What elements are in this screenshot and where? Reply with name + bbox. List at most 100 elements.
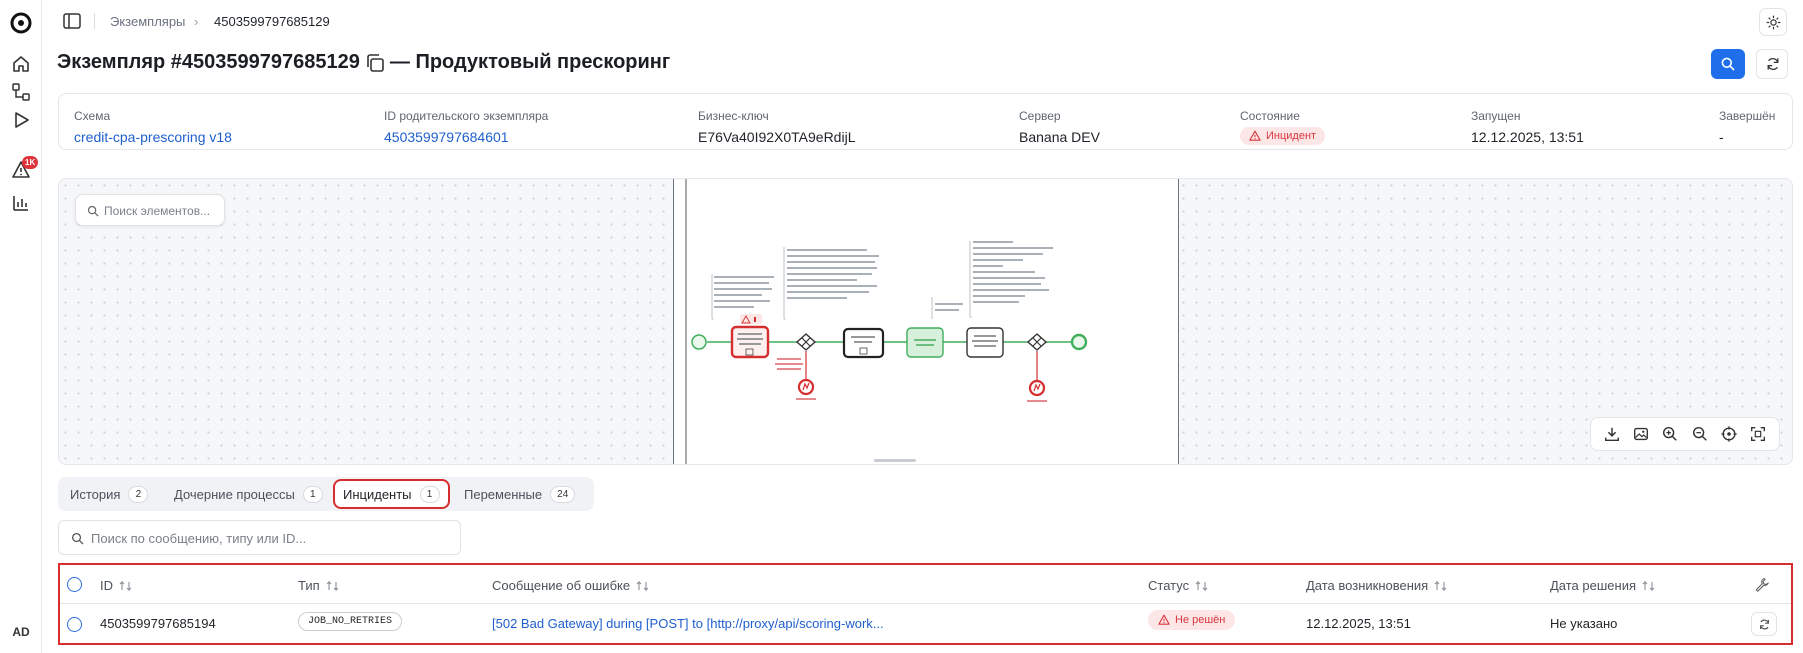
incident-id: 4503599797685194 (100, 616, 216, 631)
incident-type-badge: JOB_NO_RETRIES (298, 612, 403, 631)
sort-icon (119, 580, 132, 591)
select-all-checkbox[interactable] (67, 577, 82, 592)
column-header-id[interactable]: ID (100, 578, 133, 593)
retry-button[interactable] (1751, 612, 1777, 636)
incident-type: JOB_NO_RETRIES (298, 611, 403, 631)
field-business-key: Бизнес-ключ E76Va40I92X0TA9eRdijL (698, 109, 855, 145)
alerts-badge: 1K (22, 156, 39, 169)
workflow-icon[interactable] (11, 82, 31, 102)
play-icon[interactable] (11, 110, 31, 130)
breadcrumb-root[interactable]: Экземпляры (110, 14, 186, 29)
field-finished: Завершён - (1719, 109, 1775, 145)
field-state: Состояние Инцидент (1240, 109, 1326, 147)
refresh-icon (1767, 58, 1779, 70)
top-bar: Экземпляры › 4503599797685129 (42, 0, 1803, 42)
incident-search-input[interactable] (91, 529, 451, 547)
sidebar-toggle-icon[interactable] (62, 11, 82, 31)
sort-icon (326, 580, 339, 591)
warning-icon (1158, 614, 1170, 625)
zoom-in-icon[interactable] (1661, 425, 1679, 443)
inspect-button[interactable] (1711, 49, 1745, 79)
sun-icon (1766, 15, 1781, 30)
tab-label: История (70, 486, 121, 502)
theme-toggle-button[interactable] (1759, 8, 1787, 36)
column-header-type[interactable]: Тип (298, 578, 340, 593)
title-process-name: — Продуктовый прескоринг (389, 51, 671, 73)
state-badge: Инцидент (1240, 127, 1326, 145)
toolbar-divider (94, 13, 95, 29)
search-icon (71, 532, 84, 545)
header-divider (60, 603, 1791, 604)
element-search[interactable] (75, 194, 225, 226)
home-icon[interactable] (11, 54, 31, 74)
refresh-button[interactable] (1756, 49, 1788, 79)
bar-chart-icon[interactable] (11, 193, 31, 213)
tab-child-processes[interactable]: Дочерние процессы 1 (166, 481, 331, 507)
field-label: Состояние (1240, 109, 1300, 123)
sort-icon (1434, 580, 1447, 591)
title-instance-id: Экземпляр #4503599797685129 (57, 51, 360, 73)
incident-message-link[interactable]: [502 Bad Gateway] during [POST] to [http… (492, 616, 884, 631)
sort-icon (636, 580, 649, 591)
incident-resolved: Не указано (1550, 616, 1618, 631)
tab-history[interactable]: История 2 (62, 481, 156, 507)
download-icon[interactable] (1603, 425, 1621, 443)
zoom-out-icon[interactable] (1691, 425, 1709, 443)
app-logo-icon[interactable] (10, 12, 32, 34)
wrench-icon[interactable] (1754, 577, 1769, 592)
incident-search[interactable] (58, 520, 461, 555)
field-label: Завершён (1719, 109, 1776, 123)
sort-icon (1642, 580, 1655, 591)
bpmn-canvas[interactable] (58, 178, 1793, 465)
column-header-status[interactable]: Статус (1148, 578, 1209, 593)
incident-status: Не решён (1148, 610, 1236, 630)
zoom-search-icon (1721, 57, 1735, 71)
tab-count-badge: 1 (419, 485, 440, 503)
alert-icon[interactable] (11, 160, 31, 180)
field-schema: Схема credit-cpa-prescoring v18 (74, 109, 232, 145)
column-header-message[interactable]: Сообщение об ошибке (492, 578, 650, 593)
field-started: Запущен 12.12.2025, 13:51 (1471, 109, 1584, 145)
left-rail: 1K AD (0, 0, 42, 653)
crosshair-icon[interactable] (1720, 425, 1738, 443)
export-image-icon[interactable] (1632, 425, 1650, 443)
status-badge: Не решён (1148, 610, 1236, 630)
tab-count-badge: 1 (302, 485, 323, 503)
finished-value: - (1719, 129, 1724, 145)
tab-label: Дочерние процессы (174, 486, 295, 502)
search-icon (87, 205, 99, 217)
field-parent-id: ID родительского экземпляра 450359979768… (384, 109, 548, 145)
field-label: Схема (74, 109, 111, 123)
column-header-label: Сообщение об ошибке (492, 578, 631, 593)
field-label: Бизнес-ключ (698, 109, 769, 123)
fit-screen-icon[interactable] (1749, 425, 1767, 443)
schema-link[interactable]: credit-cpa-prescoring v18 (74, 129, 232, 145)
row-checkbox[interactable] (67, 617, 82, 632)
tab-label: Переменные (464, 486, 543, 502)
server-value: Banana DEV (1019, 129, 1100, 145)
instance-info-card: Схема credit-cpa-prescoring v18 ID родит… (58, 93, 1793, 150)
field-label: Запущен (1471, 109, 1521, 123)
business-key-value: E76Va40I92X0TA9eRdijL (698, 129, 856, 145)
retry-icon (1760, 619, 1769, 630)
column-header-created[interactable]: Дата возникновения (1306, 578, 1448, 593)
tab-incidents[interactable]: Инциденты 1 (333, 479, 450, 509)
column-header-resolved[interactable]: Дата решения (1550, 578, 1656, 593)
column-header-label: Дата решения (1550, 578, 1636, 593)
page-title: Экземпляр #4503599797685129 — Продуктовы… (57, 51, 670, 74)
field-server: Сервер Banana DEV (1019, 109, 1100, 145)
user-avatar[interactable]: AD (12, 625, 30, 639)
element-search-input[interactable] (104, 201, 220, 221)
copy-icon[interactable] (364, 52, 386, 74)
bpmn-diagram-svg (685, 179, 1088, 464)
bpmn-diagram[interactable] (673, 179, 1179, 464)
status-text: Не решён (1175, 614, 1226, 626)
tab-label: Инциденты (343, 486, 412, 502)
warning-icon (1249, 130, 1261, 141)
column-header-label: ID (100, 578, 113, 593)
started-value: 12.12.2025, 13:51 (1471, 129, 1584, 145)
detail-tabs: История 2 Дочерние процессы 1 Инциденты … (58, 477, 594, 511)
tab-variables[interactable]: Переменные 24 (456, 481, 583, 507)
parent-instance-link[interactable]: 4503599797684601 (384, 129, 509, 145)
tab-count-badge: 24 (550, 485, 576, 503)
